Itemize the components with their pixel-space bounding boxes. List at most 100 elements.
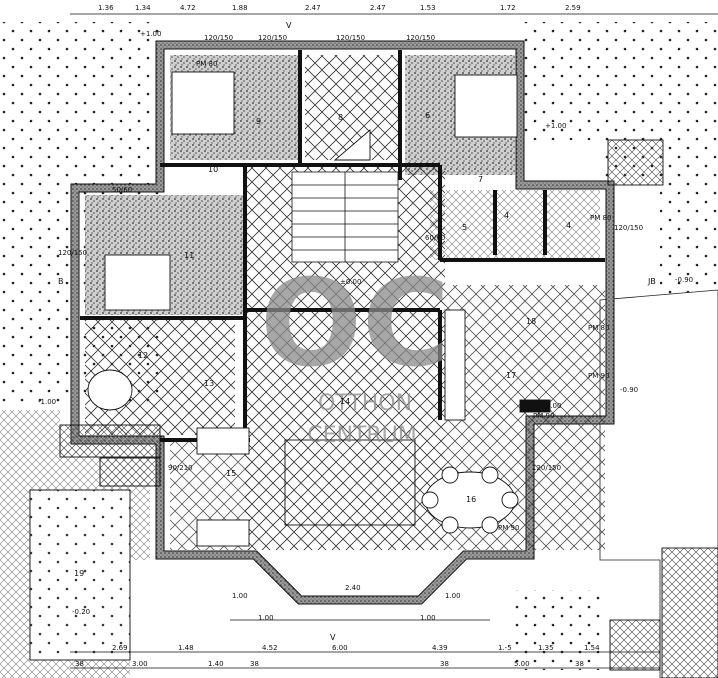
dim-text: 1.72	[500, 4, 516, 12]
room-number: 9	[256, 117, 261, 126]
section-mark: JB	[647, 277, 656, 286]
level-mark: -0.90	[620, 386, 638, 394]
bay-dimensions: 1.00 1.00 2.40 1.00 1.00	[232, 584, 461, 622]
section-mark: B	[58, 277, 64, 286]
dim-text: 38	[440, 660, 449, 668]
opening-label: PM 90	[588, 372, 609, 380]
stove	[519, 399, 551, 413]
opening-label: PM 80	[196, 60, 217, 68]
opening-label: PM 80	[588, 324, 609, 332]
room-number: 10	[208, 165, 218, 174]
bottom-dimensions: 2.69 1.48 4.52 6.00 4.39 1.-5 1.35 1.54 …	[75, 644, 600, 668]
watermark-line1: OTTHON	[318, 391, 412, 416]
opening-label: 120/150	[204, 34, 233, 42]
dim-text: 1.48	[178, 644, 194, 652]
opening-label: PM 90	[498, 524, 519, 532]
level-mark: +1.00	[545, 122, 566, 130]
double-bed	[171, 71, 235, 135]
dim-text: 1.36	[98, 4, 114, 12]
entrance-steps	[59, 424, 161, 458]
dim-text: 1.34	[135, 4, 151, 12]
dim-text: 1.40	[208, 660, 224, 668]
dim-text: 6.00	[332, 644, 348, 652]
sofa-group	[284, 439, 416, 526]
armchair	[196, 519, 250, 547]
section-mark: V	[330, 633, 336, 642]
room-number: 12	[138, 351, 148, 360]
dim-text: 2.47	[370, 4, 386, 12]
level-mark: -0.20	[72, 608, 90, 616]
room-number: 18	[526, 317, 536, 326]
dim-text: 1.53	[420, 4, 436, 12]
rear-steps	[607, 139, 664, 186]
opening-label: 60/60	[425, 234, 445, 242]
room-number: 14	[340, 397, 350, 406]
dim-text: 3.00	[132, 660, 148, 668]
watermark-logo: OC	[260, 255, 450, 394]
level-mark: -0.90	[675, 276, 693, 284]
dim-text: 4.72	[180, 4, 196, 12]
dim-text: 1.00	[420, 614, 436, 622]
opening-label: 120/150	[532, 464, 561, 472]
dim-text: 1.54	[584, 644, 600, 652]
room-number: 4	[504, 211, 509, 220]
armchair	[196, 427, 250, 455]
room-number: 16	[466, 495, 476, 504]
opening-labels: PM 80 PM 80 PM 80 PM 90 PM 90 PM 90 120/…	[58, 34, 643, 532]
level-mark: +0.00	[540, 402, 561, 410]
opening-label: 120/150	[406, 34, 435, 42]
dim-text: 4.39	[432, 644, 448, 652]
double-bed	[454, 74, 518, 138]
dim-text: 1.00	[258, 614, 274, 622]
room-number: 4	[566, 221, 571, 230]
watermark-line2: CENTRUM	[307, 423, 417, 448]
room-number: 19	[74, 569, 84, 578]
opening-label: 120/150	[336, 34, 365, 42]
dim-text: 38	[250, 660, 259, 668]
dim-text: 38	[75, 660, 84, 668]
top-dimensions: 1.36 1.34 4.72 1.88 2.47 2.47 1.53 1.72 …	[98, 4, 581, 12]
section-marks: V V JB B	[58, 21, 656, 642]
opening-label: 120/150	[614, 224, 643, 232]
watermark: OC OTTHON CENTRUM	[260, 255, 450, 448]
level-mark: -1.00	[38, 398, 56, 406]
dimension-lines	[70, 13, 718, 669]
corner-bathtub	[333, 129, 371, 161]
room-numbers: 9 8 6 10 7 5 4 4 11 12 13 14 15 16 17 18…	[74, 111, 571, 578]
room-number: 5	[462, 223, 467, 232]
section-mark: V	[286, 21, 292, 30]
opening-label: 120/150	[258, 34, 287, 42]
dim-text: 2.59	[565, 4, 581, 12]
opening-label: PM 80	[590, 214, 611, 222]
double-bed	[104, 254, 171, 311]
opening-label: 120/150	[58, 249, 87, 257]
interior-walls	[80, 50, 605, 442]
level-marks: +1.00 +1.00 ±0.00 -1.00 -0.90 +0.00 -0.2…	[38, 30, 693, 616]
dim-text: 4.52	[262, 644, 278, 652]
room-number: 8	[338, 113, 343, 122]
opening-label: 90/210	[168, 464, 193, 472]
dim-text: 1.-5	[498, 644, 512, 652]
dim-text: 1.35	[538, 644, 554, 652]
furniture	[59, 71, 718, 678]
opening-label: 50/60	[112, 186, 132, 194]
room-number: 13	[204, 379, 214, 388]
staircase	[291, 171, 399, 263]
dim-text: 2.40	[345, 584, 361, 592]
room-number: 6	[425, 111, 430, 120]
room-number: 7	[478, 175, 483, 184]
dim-text: 5.00	[514, 660, 530, 668]
dim-text: 38	[575, 660, 584, 668]
dim-text: 2.47	[305, 4, 321, 12]
room-number: 11	[184, 251, 194, 260]
level-mark: +1.00	[140, 30, 161, 38]
room-number: 17	[506, 371, 516, 380]
room-number: 15	[226, 469, 236, 478]
dim-text: 1.00	[232, 592, 248, 600]
bathtub	[87, 369, 133, 411]
dim-text: 2.69	[112, 644, 128, 652]
level-mark: ±0.00	[340, 278, 361, 286]
opening-label: PM 90	[533, 412, 554, 420]
